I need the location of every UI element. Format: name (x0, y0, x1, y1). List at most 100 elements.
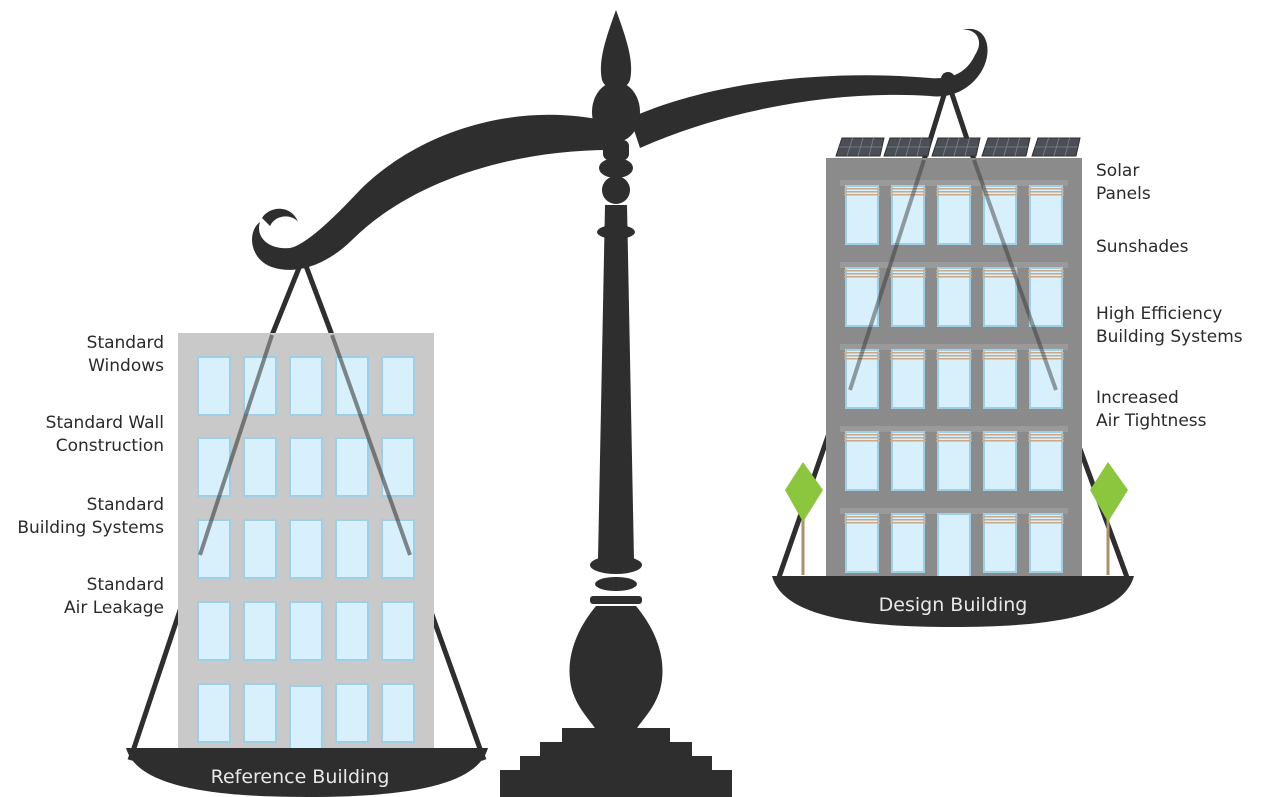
beam-right-knob (941, 72, 955, 86)
design-window (937, 185, 971, 245)
design-window (937, 431, 971, 491)
design-window (1029, 349, 1063, 409)
sunshade-slat (1028, 276, 1064, 278)
reference-window (289, 437, 323, 497)
sunshade-slat (844, 273, 880, 275)
design-pan-label: Design Building (879, 594, 1028, 616)
sunshade-slat (982, 191, 1018, 193)
beam-left-curl (262, 208, 298, 226)
sunshade-slat (982, 270, 1018, 272)
reference-window (335, 601, 369, 661)
post-shaft (598, 205, 634, 560)
reference-window (197, 437, 231, 497)
sunshade-slat (982, 434, 1018, 436)
left-string-overlay-1 (198, 334, 274, 556)
ref-feature-2-line2: Construction (56, 436, 164, 456)
plinth-step-2 (540, 742, 692, 756)
design-window (1029, 185, 1063, 245)
ref-feature-3-line1: Standard (87, 495, 164, 515)
design-window (1029, 513, 1063, 573)
reference-window (243, 437, 277, 497)
sunshade-slat (890, 194, 926, 196)
sunshade-slat (982, 352, 1018, 354)
design-feature-1-line2: Panels (1096, 184, 1151, 204)
reference-window (381, 683, 415, 743)
design-window (891, 267, 925, 327)
ref-feature-3-line2: Building Systems (17, 518, 164, 538)
sunshade-slat (982, 188, 1018, 190)
plinth-step-4 (500, 770, 732, 797)
design-window (1029, 431, 1063, 491)
reference-window (289, 519, 323, 579)
design-window (1029, 267, 1063, 327)
sunshade-slat (844, 276, 880, 278)
tree-right-crown (1090, 462, 1128, 522)
reference-window (197, 683, 231, 743)
floor-band (840, 180, 1068, 186)
design-window (891, 349, 925, 409)
design-window (937, 349, 971, 409)
sunshade-slat (936, 358, 972, 360)
reference-feature-labels: Standard Windows Standard Wall Construct… (17, 333, 164, 618)
design-window (891, 513, 925, 573)
reference-window (335, 683, 369, 743)
design-window (845, 185, 879, 245)
sunshade-slat (936, 276, 972, 278)
reference-window (243, 519, 277, 579)
sunshade-slat (936, 434, 972, 436)
solar-panel (931, 137, 981, 157)
reference-window (335, 437, 369, 497)
design-window (937, 267, 971, 327)
sunshade-slat (890, 516, 926, 518)
sunshade-slat (844, 188, 880, 190)
reference-window (243, 683, 277, 743)
sunshade-slat (982, 519, 1018, 521)
sunshade-slat (1028, 355, 1064, 357)
post-collar-2 (590, 556, 642, 574)
solar-panels (835, 137, 1081, 157)
reference-window (381, 356, 415, 416)
sunshade-slat (1028, 516, 1064, 518)
post-neck (603, 140, 629, 160)
sunshade-slat (982, 437, 1018, 439)
design-window (845, 267, 879, 327)
sunshade-slat (890, 440, 926, 442)
sunshade-slat (936, 191, 972, 193)
beam-left-arm (252, 114, 610, 270)
solar-panel (981, 137, 1031, 157)
sunshade-slat (890, 188, 926, 190)
scale-beam (252, 28, 988, 270)
design-feature-3-line2: Building Systems (1096, 327, 1243, 347)
sunshade-slat (844, 352, 880, 354)
sunshade-slat (844, 355, 880, 357)
sunshade-slat (936, 188, 972, 190)
sunshade-slat (982, 516, 1018, 518)
sunshade-slat (936, 437, 972, 439)
sunshade-slat (890, 355, 926, 357)
sunshade-slat (890, 519, 926, 521)
left-string-overlay-2 (330, 334, 412, 556)
design-feature-2-line1: Sunshades (1096, 237, 1189, 257)
sunshade-slat (890, 358, 926, 360)
ref-feature-4-line2: Air Leakage (64, 598, 164, 618)
design-window (845, 431, 879, 491)
floor-band (840, 262, 1068, 268)
design-feature-labels: Solar Panels Sunshades High Efficiency B… (1096, 161, 1243, 431)
sunshade-slat (936, 355, 972, 357)
floor-band (840, 508, 1068, 514)
design-feature-3-line1: High Efficiency (1096, 304, 1222, 324)
reference-window (335, 519, 369, 579)
tree-left-crown (785, 462, 823, 522)
design-window (983, 185, 1017, 245)
design-window (983, 431, 1017, 491)
post-collar-3 (595, 577, 637, 591)
reference-door (289, 685, 323, 753)
sunshade-slat (844, 191, 880, 193)
sunshade-slat (1028, 270, 1064, 272)
design-window (983, 513, 1017, 573)
design-building (826, 137, 1082, 580)
sunshade-slat (844, 194, 880, 196)
sunshade-slat (890, 434, 926, 436)
reference-window (197, 601, 231, 661)
